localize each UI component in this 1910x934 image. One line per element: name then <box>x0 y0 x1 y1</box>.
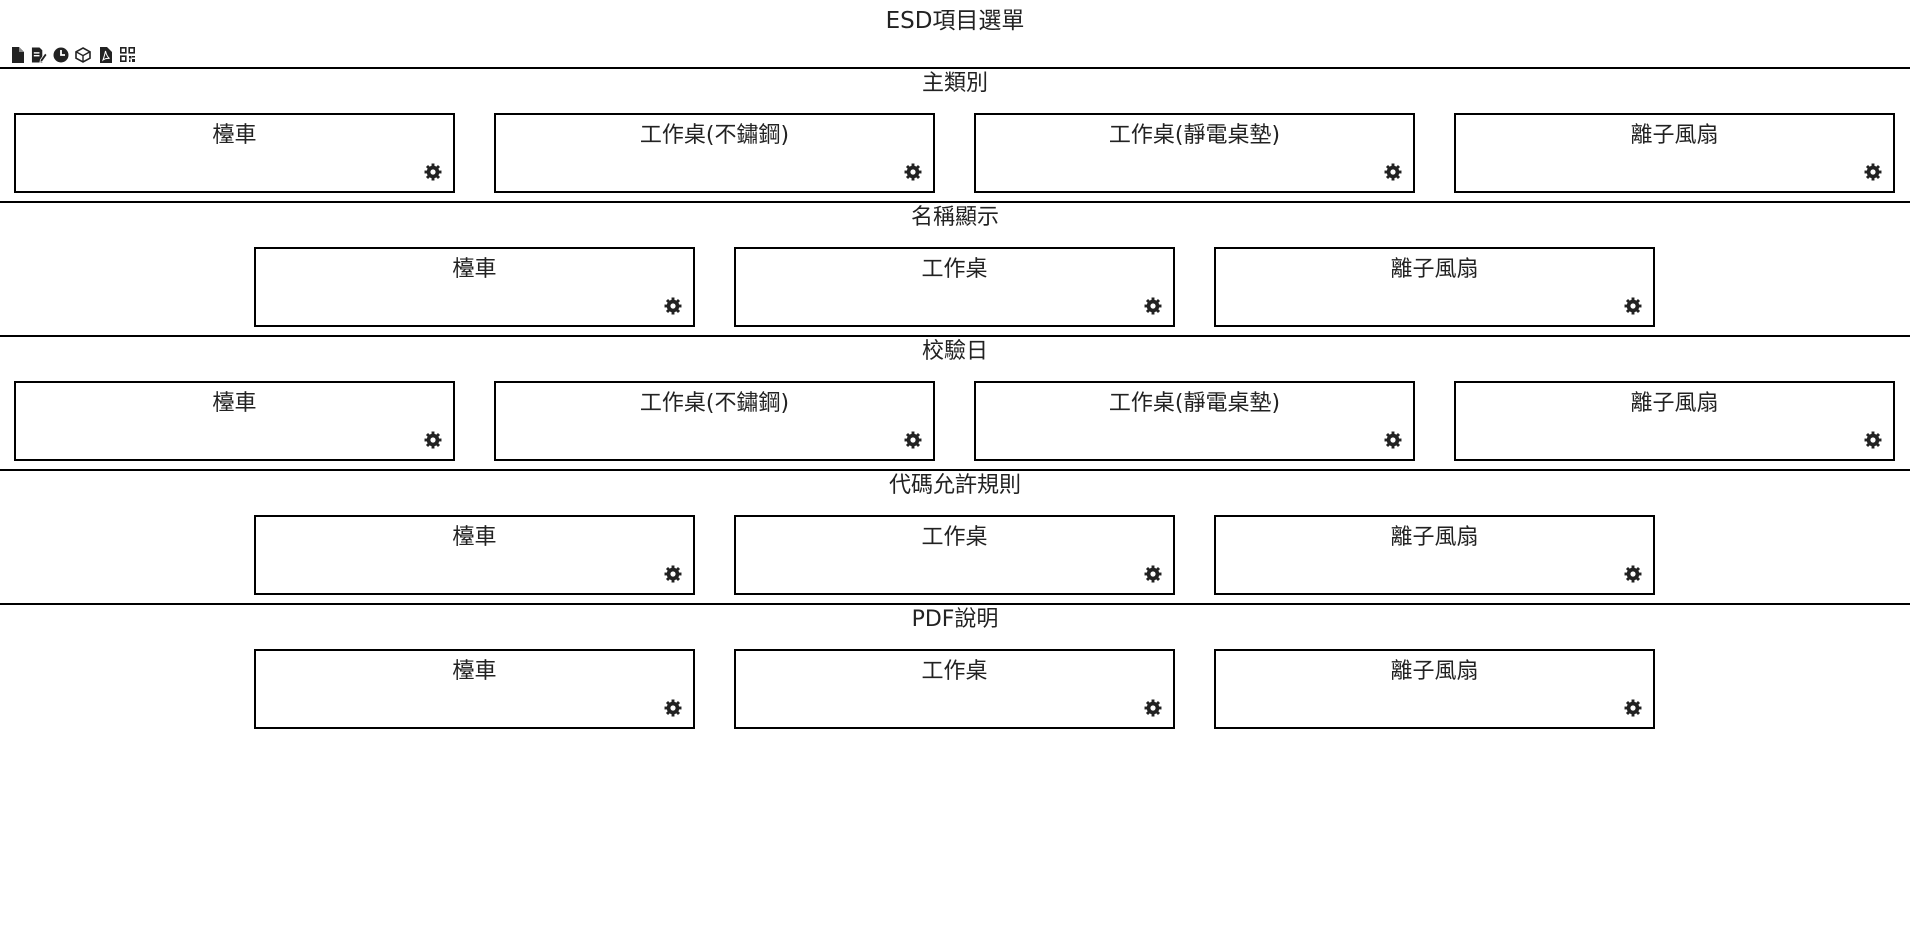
item-card[interactable]: 檯車 <box>254 247 695 327</box>
item-label: 工作桌 <box>921 659 988 684</box>
item-card[interactable]: 工作桌 <box>734 649 1175 729</box>
section-title: 校驗日 <box>921 339 988 364</box>
item-label: 工作桌 <box>921 257 988 282</box>
card-row: 檯車 工作桌 離子風扇 <box>0 247 1910 327</box>
gear-icon[interactable] <box>1384 431 1402 449</box>
edit-document-icon[interactable] <box>31 46 47 63</box>
card-row: 檯車 工作桌(不鏽鋼) 工作桌(靜電桌墊) 離子風扇 <box>0 113 1910 193</box>
pdf-icon[interactable] <box>97 46 113 63</box>
item-card[interactable]: 離子風扇 <box>1214 515 1655 595</box>
gear-icon[interactable] <box>664 699 682 717</box>
item-card[interactable]: 檯車 <box>14 381 455 461</box>
cube-icon[interactable] <box>75 46 91 63</box>
item-label: 工作桌(靜電桌墊) <box>1108 391 1281 416</box>
item-label: 檯車 <box>212 391 257 416</box>
item-card[interactable]: 離子風扇 <box>1214 247 1655 327</box>
item-card[interactable]: 檯車 <box>254 649 695 729</box>
section-title: 主類別 <box>921 71 988 96</box>
page-title: ESD項目選單 <box>885 8 1025 34</box>
item-label: 檯車 <box>452 659 497 684</box>
document-icon[interactable] <box>9 46 25 63</box>
gear-icon[interactable] <box>1144 565 1162 583</box>
item-label: 離子風扇 <box>1630 391 1719 416</box>
item-label: 離子風扇 <box>1390 525 1479 550</box>
section-pdf-description: PDF說明 檯車 工作桌 離子風扇 <box>0 603 1910 739</box>
gear-icon[interactable] <box>904 163 922 181</box>
toolbar <box>9 46 135 63</box>
item-card[interactable]: 離子風扇 <box>1454 113 1895 193</box>
item-card[interactable]: 工作桌 <box>734 247 1175 327</box>
item-card[interactable]: 檯車 <box>254 515 695 595</box>
item-label: 檯車 <box>452 525 497 550</box>
item-label: 離子風扇 <box>1390 659 1479 684</box>
section-title: PDF說明 <box>911 607 999 632</box>
gear-icon[interactable] <box>664 297 682 315</box>
gear-icon[interactable] <box>1864 431 1882 449</box>
gear-icon[interactable] <box>1864 163 1882 181</box>
section-title: 代碼允許規則 <box>888 473 1021 498</box>
item-card[interactable]: 工作桌(不鏽鋼) <box>494 381 935 461</box>
item-label: 工作桌(不鏽鋼) <box>639 391 790 416</box>
qrcode-icon[interactable] <box>119 47 135 63</box>
gear-icon[interactable] <box>1624 699 1642 717</box>
clock-icon[interactable] <box>53 47 69 63</box>
gear-icon[interactable] <box>1384 163 1402 181</box>
item-label: 檯車 <box>452 257 497 282</box>
item-card[interactable]: 工作桌(靜電桌墊) <box>974 381 1415 461</box>
item-card[interactable]: 檯車 <box>14 113 455 193</box>
item-card[interactable]: 離子風扇 <box>1454 381 1895 461</box>
gear-icon[interactable] <box>424 163 442 181</box>
item-card[interactable]: 工作桌(靜電桌墊) <box>974 113 1415 193</box>
item-card[interactable]: 離子風扇 <box>1214 649 1655 729</box>
section-name-display: 名稱顯示 檯車 工作桌 離子風扇 <box>0 201 1910 337</box>
card-row: 檯車 工作桌 離子風扇 <box>0 515 1910 595</box>
item-label: 工作桌(靜電桌墊) <box>1108 123 1281 148</box>
item-label: 工作桌(不鏽鋼) <box>639 123 790 148</box>
gear-icon[interactable] <box>1624 297 1642 315</box>
section-main-category: 主類別 檯車 工作桌(不鏽鋼) 工作桌(靜電桌墊) 離子風扇 <box>0 67 1910 203</box>
section-calibration-date: 校驗日 檯車 工作桌(不鏽鋼) 工作桌(靜電桌墊) 離子風扇 <box>0 335 1910 471</box>
gear-icon[interactable] <box>1624 565 1642 583</box>
gear-icon[interactable] <box>1144 297 1162 315</box>
item-label: 離子風扇 <box>1390 257 1479 282</box>
gear-icon[interactable] <box>664 565 682 583</box>
gear-icon[interactable] <box>424 431 442 449</box>
item-label: 離子風扇 <box>1630 123 1719 148</box>
gear-icon[interactable] <box>1144 699 1162 717</box>
section-title: 名稱顯示 <box>910 205 999 230</box>
section-code-rules: 代碼允許規則 檯車 工作桌 離子風扇 <box>0 469 1910 605</box>
card-row: 檯車 工作桌 離子風扇 <box>0 649 1910 729</box>
item-label: 檯車 <box>212 123 257 148</box>
item-card[interactable]: 工作桌 <box>734 515 1175 595</box>
item-label: 工作桌 <box>921 525 988 550</box>
item-card[interactable]: 工作桌(不鏽鋼) <box>494 113 935 193</box>
card-row: 檯車 工作桌(不鏽鋼) 工作桌(靜電桌墊) 離子風扇 <box>0 381 1910 461</box>
gear-icon[interactable] <box>904 431 922 449</box>
